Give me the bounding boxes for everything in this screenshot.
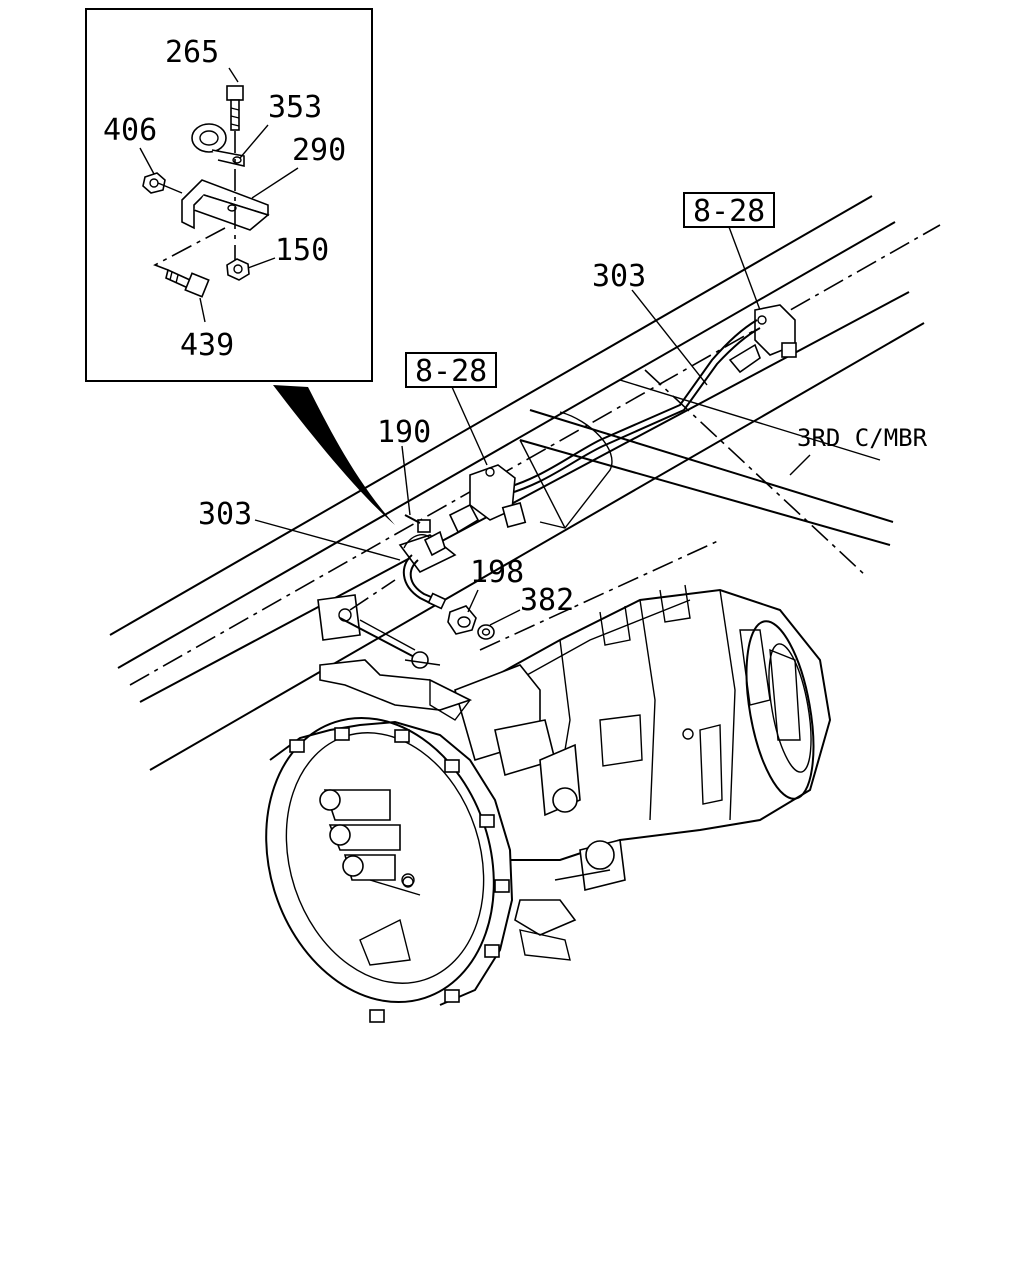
- callout-265: 265: [165, 35, 219, 70]
- ref-8-28-mid: 8-28: [415, 354, 487, 389]
- inset-frame: [85, 8, 373, 382]
- nut-406: [142, 172, 166, 194]
- callout-303-top: 303: [592, 259, 646, 294]
- frame-rails: [109, 195, 941, 771]
- ref-box-mid: 8-28: [405, 352, 497, 466]
- clip-assembly: [398, 514, 457, 574]
- upper-valve: [728, 304, 797, 374]
- ref-8-28-top: 8-28: [693, 194, 765, 229]
- member-label: 3RD C/MBR: [797, 424, 928, 452]
- bolt-265: [226, 85, 244, 131]
- inset-detail: 265 353 406 290 150 439: [85, 8, 373, 382]
- callout-406: 406: [103, 113, 157, 148]
- callout-303-lower: 303: [198, 497, 252, 532]
- detail-pointer: [273, 385, 395, 525]
- ref-box-top: 8-28: [683, 192, 775, 311]
- transmission: [265, 539, 832, 1023]
- washer-382: [477, 624, 495, 640]
- fitting-198: [447, 605, 477, 635]
- pipe-303-upper: [497, 319, 761, 497]
- callout-150: 150: [275, 233, 329, 268]
- callout-353: 353: [268, 90, 322, 125]
- mid-valve: [448, 464, 527, 534]
- clip-353: [191, 123, 245, 168]
- pipe-303-lower: [402, 554, 447, 610]
- callout-290: 290: [292, 133, 346, 168]
- callout-439: 439: [180, 328, 234, 363]
- callout-198: 198: [470, 555, 524, 590]
- bracket-290: [181, 179, 270, 231]
- callout-190: 190: [377, 415, 431, 450]
- nut-150: [226, 258, 250, 281]
- bolt-439: [165, 268, 210, 298]
- callout-382: 382: [520, 583, 574, 618]
